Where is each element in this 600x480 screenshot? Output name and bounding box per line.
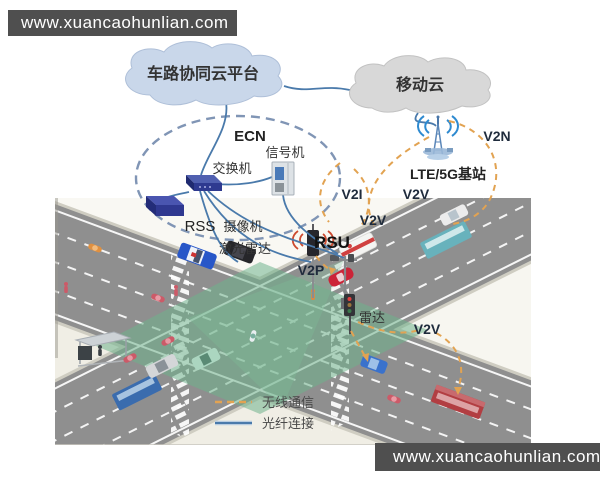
switch-label: 交换机: [212, 161, 251, 176]
motorcycle-red-4: [161, 336, 175, 346]
red-bus: [431, 384, 486, 419]
camera-icon: [330, 255, 339, 261]
v2n-label: V2N: [483, 128, 510, 144]
watermark-top-left: www.xuancaohunlian.com: [8, 10, 237, 36]
watermark-text: www.xuancaohunlian.com: [21, 13, 229, 32]
center-scooter: [249, 330, 257, 342]
signal-controller-device: [271, 161, 295, 196]
v2p-label: V2P: [298, 262, 324, 278]
v2v-mid-label: V2V: [360, 212, 387, 228]
red-sports-car: [328, 267, 354, 287]
watermark-text: www.xuancaohunlian.com: [393, 447, 600, 466]
police-car: [177, 242, 217, 270]
cloud-mobile: [349, 55, 491, 114]
camera-label: 摄像机: [223, 219, 262, 234]
motorcycle-red-3: [123, 353, 137, 363]
teal-bus: [420, 221, 472, 259]
lidar-icon: [348, 254, 354, 262]
mint-car: [191, 347, 221, 371]
legend: 无线通信 光纤连接: [215, 395, 314, 431]
radar-label: 雷达: [359, 310, 385, 325]
rsu-icon: [307, 230, 319, 256]
rss-device: [146, 196, 184, 216]
rsu-label: RSU: [314, 233, 350, 252]
legend-fiber-label: 光纤连接: [262, 416, 314, 431]
lte-5g-station-label: LTE/5G基站: [410, 166, 486, 182]
motorcycle-red-2: [387, 394, 401, 404]
switch-device: [186, 175, 222, 191]
cloud-mobile-label: 移动云: [396, 75, 444, 94]
lidar-label: 激光雷达: [219, 241, 271, 256]
cloud-platform-label: 车路协同云平台: [147, 64, 259, 83]
signal-machine-label: 信号机: [265, 145, 304, 160]
tower-wireless-waves: [417, 115, 459, 137]
lane-dashes: [55, 198, 531, 445]
quadrant-right: [393, 260, 531, 380]
lte-5g-tower-icon: [417, 115, 459, 160]
wireless-arrowheads: [329, 267, 462, 395]
blue-bus: [112, 373, 162, 411]
cloud-platform: [125, 41, 283, 106]
ecn-label: ECN: [234, 128, 266, 145]
silver-car: [145, 354, 179, 378]
watermark-bottom-right: www.xuancaohunlian.com: [375, 443, 600, 471]
legend-wireless-label: 无线通信: [262, 395, 314, 410]
motorcycle-orange: [88, 243, 102, 253]
intersection-photo: [55, 198, 531, 445]
motorcycle-red-1: [151, 293, 165, 303]
photo-left-edge: [55, 198, 58, 358]
white-car: [439, 204, 469, 226]
rss-label: RSS: [185, 218, 216, 235]
fiber-links: [167, 85, 437, 263]
traffic-light-radar: [344, 294, 355, 334]
ecn-boundary-ellipse: [134, 114, 342, 242]
quadrant-top: [55, 198, 418, 280]
v2i-label: V2I: [341, 186, 362, 202]
black-suv: [224, 240, 256, 264]
wireless-links: [315, 120, 498, 390]
v2v-lower-label: V2V: [414, 321, 441, 337]
bus-shelter: [74, 331, 132, 367]
v2v-upper-label: V2V: [403, 186, 430, 202]
